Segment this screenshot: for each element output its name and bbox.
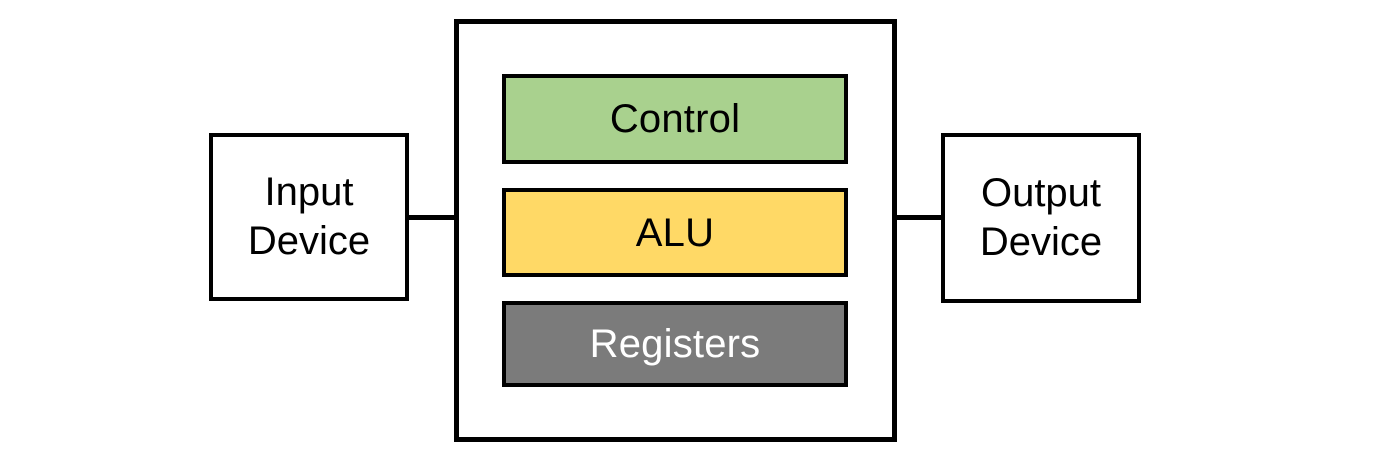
cpu-component-control-label: Control (609, 97, 741, 141)
cpu-component-alu[interactable]: ALU (502, 188, 848, 277)
output-device-label-line2: Device (979, 220, 1103, 264)
output-device-box[interactable]: Output Device (941, 133, 1141, 303)
cpu-component-alu-label: ALU (635, 210, 715, 255)
output-device-label-line1: Output (980, 171, 1102, 216)
cpu-component-control[interactable]: Control (502, 74, 848, 164)
connector-cpu-to-output (894, 215, 944, 220)
input-device-box[interactable]: Input Device (209, 133, 409, 301)
input-device-label-line2: Device (247, 219, 371, 263)
cpu-component-registers[interactable]: Registers (502, 301, 848, 387)
input-device-label-line1: Input (264, 170, 354, 215)
cpu-component-registers-label: Registers (589, 322, 761, 366)
connector-input-to-cpu (406, 215, 457, 220)
